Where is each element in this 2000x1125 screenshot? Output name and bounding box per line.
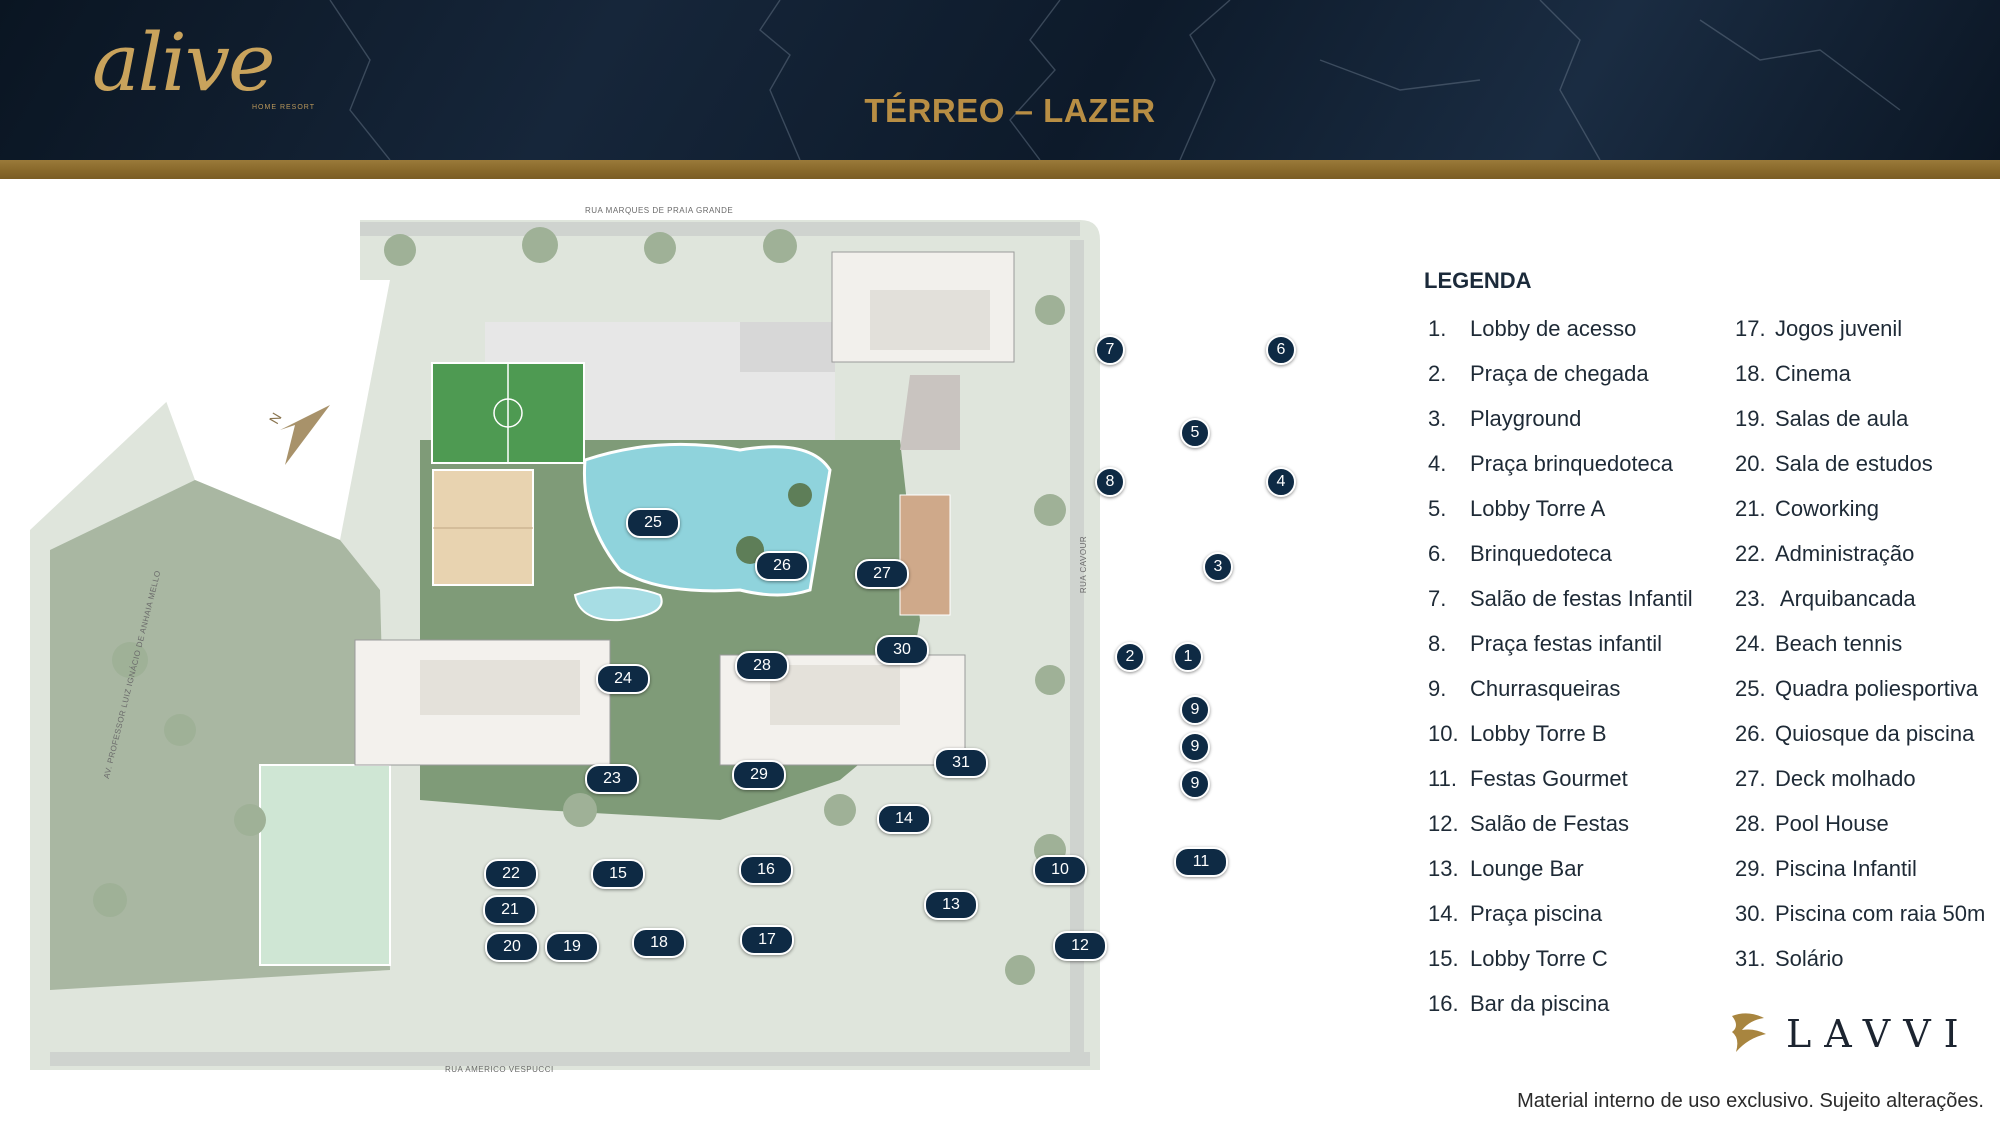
legend-item: 22.Administração (1735, 541, 1915, 566)
legend-column-2: 17.Jogos juvenil 18.Cinema 19.Salas de a… (1735, 312, 1985, 987)
legend-item: 31.Solário (1735, 946, 1844, 971)
logo-wordmark: alive (92, 16, 275, 109)
header-banner: alive HOME RESORT TÉRREO – LAZER (0, 0, 2000, 160)
marker-28[interactable]: 28 (735, 651, 789, 681)
marker-17[interactable]: 17 (740, 925, 794, 955)
legend-item: 27.Deck molhado (1735, 766, 1916, 791)
marker-5[interactable]: 5 (1180, 418, 1210, 448)
marker-21[interactable]: 21 (483, 895, 537, 925)
legend-item: 28.Pool House (1735, 811, 1889, 836)
street-label-south: RUA AMERICO VESPUCCI (445, 1065, 554, 1074)
legend-item: 25.Quadra poliesportiva (1735, 676, 1979, 701)
marker-27[interactable]: 27 (855, 559, 909, 589)
legend-item: 17.Jogos juvenil (1735, 316, 1903, 341)
legend-item: 23. Arquibancada (1735, 586, 1916, 611)
lavvi-logo: LAVVI (1726, 1008, 1959, 1056)
marker-7[interactable]: 7 (1095, 335, 1125, 365)
marker-2[interactable]: 2 (1115, 642, 1145, 672)
marker-20[interactable]: 20 (485, 932, 539, 962)
marker-16[interactable]: 16 (739, 855, 793, 885)
barbecue-area (899, 494, 951, 616)
legend-item: 21.Coworking (1735, 496, 1879, 521)
marker-9c[interactable]: 9 (1180, 769, 1210, 799)
marker-1[interactable]: 1 (1173, 642, 1203, 672)
white-cutout (140, 220, 390, 540)
marker-19[interactable]: 19 (545, 932, 599, 962)
marker-8[interactable]: 8 (1095, 467, 1125, 497)
marker-6[interactable]: 6 (1266, 335, 1296, 365)
legend-item: 12.Salão de Festas (1428, 811, 1629, 836)
legend-item: 3.Playground (1428, 406, 1582, 431)
marker-3[interactable]: 3 (1203, 552, 1233, 582)
legend-item: 1.Lobby de acesso (1428, 316, 1637, 341)
legend-item: 11.Festas Gourmet (1428, 766, 1628, 791)
site-plan-drawing (30, 220, 1100, 1070)
marker-30[interactable]: 30 (875, 635, 929, 665)
lavvi-emblem-icon (1732, 1013, 1766, 1052)
marker-24[interactable]: 24 (596, 664, 650, 694)
legend-item: 30.Piscina com raia 50m (1735, 901, 1986, 926)
marble-texture (329, 0, 1901, 160)
marker-12[interactable]: 12 (1053, 931, 1107, 961)
marker-22[interactable]: 22 (484, 859, 538, 889)
legend-item: 4.Praça brinquedoteca (1428, 451, 1674, 476)
street-label-north: RUA MARQUES DE PRAIA GRANDE (585, 206, 734, 215)
alive-logo: alive HOME RESORT (92, 18, 322, 128)
marker-23[interactable]: 23 (585, 764, 639, 794)
legend-item: 14.Praça piscina (1428, 901, 1603, 926)
marker-4[interactable]: 4 (1266, 467, 1296, 497)
logo-subtext: HOME RESORT (252, 104, 315, 111)
marker-29[interactable]: 29 (732, 760, 786, 790)
marker-11[interactable]: 11 (1174, 847, 1228, 877)
marker-10[interactable]: 10 (1033, 855, 1087, 885)
north-arrow-icon (280, 405, 330, 465)
marker-25[interactable]: 25 (626, 508, 680, 538)
tennis-court (259, 764, 391, 966)
street-label-east: RUA CAVOUR (1079, 535, 1089, 594)
legend-item: 9.Churrasqueiras (1428, 676, 1621, 701)
site-plan-map: RUA MARQUES DE PRAIA GRANDE RUA AMERICO … (20, 206, 1410, 1100)
legend-item: 16.Bar da piscina (1428, 991, 1610, 1016)
marker-13[interactable]: 13 (924, 890, 978, 920)
legend-item: 13.Lounge Bar (1428, 856, 1584, 881)
legend-item: 10.Lobby Torre B (1428, 721, 1607, 746)
playground-area (900, 375, 960, 450)
legend-title: LEGENDA (1424, 268, 1532, 293)
marker-9a[interactable]: 9 (1180, 695, 1210, 725)
legend-item: 2.Praça de chegada (1428, 361, 1649, 386)
legend-item: 24.Beach tennis (1735, 631, 1903, 656)
legend-item: 5.Lobby Torre A (1428, 496, 1606, 521)
legend-item: 18.Cinema (1735, 361, 1851, 386)
footer-disclaimer: Material interno de uso exclusivo. Sujei… (1517, 1090, 1984, 1112)
legend-item: 6.Brinquedoteca (1428, 541, 1612, 566)
marker-15[interactable]: 15 (591, 859, 645, 889)
marker-18[interactable]: 18 (632, 928, 686, 958)
marker-26[interactable]: 26 (755, 551, 809, 581)
legend-item: 7.Salão de festas Infantil (1428, 586, 1693, 611)
marker-14[interactable]: 14 (877, 804, 931, 834)
legend-item: 19.Salas de aula (1735, 406, 1909, 431)
gold-divider (0, 160, 2000, 179)
legend-item: 15.Lobby Torre C (1428, 946, 1608, 971)
kids-pool (573, 586, 663, 622)
marker-9b[interactable]: 9 (1180, 732, 1210, 762)
legend-item: 29.Piscina Infantil (1735, 856, 1917, 881)
legend-column-1: 1.Lobby de acesso 2.Praça de chegada 3.P… (1428, 312, 1693, 1032)
legend-item: 20.Sala de estudos (1735, 451, 1933, 476)
legend-item: 8.Praça festas infantil (1428, 631, 1662, 656)
legend-item: 26.Quiosque da piscina (1735, 721, 1975, 746)
marker-31[interactable]: 31 (934, 748, 988, 778)
brand-wordmark: LAVVI (1786, 1012, 1972, 1056)
page-title: TÉRREO – LAZER (864, 92, 1156, 129)
